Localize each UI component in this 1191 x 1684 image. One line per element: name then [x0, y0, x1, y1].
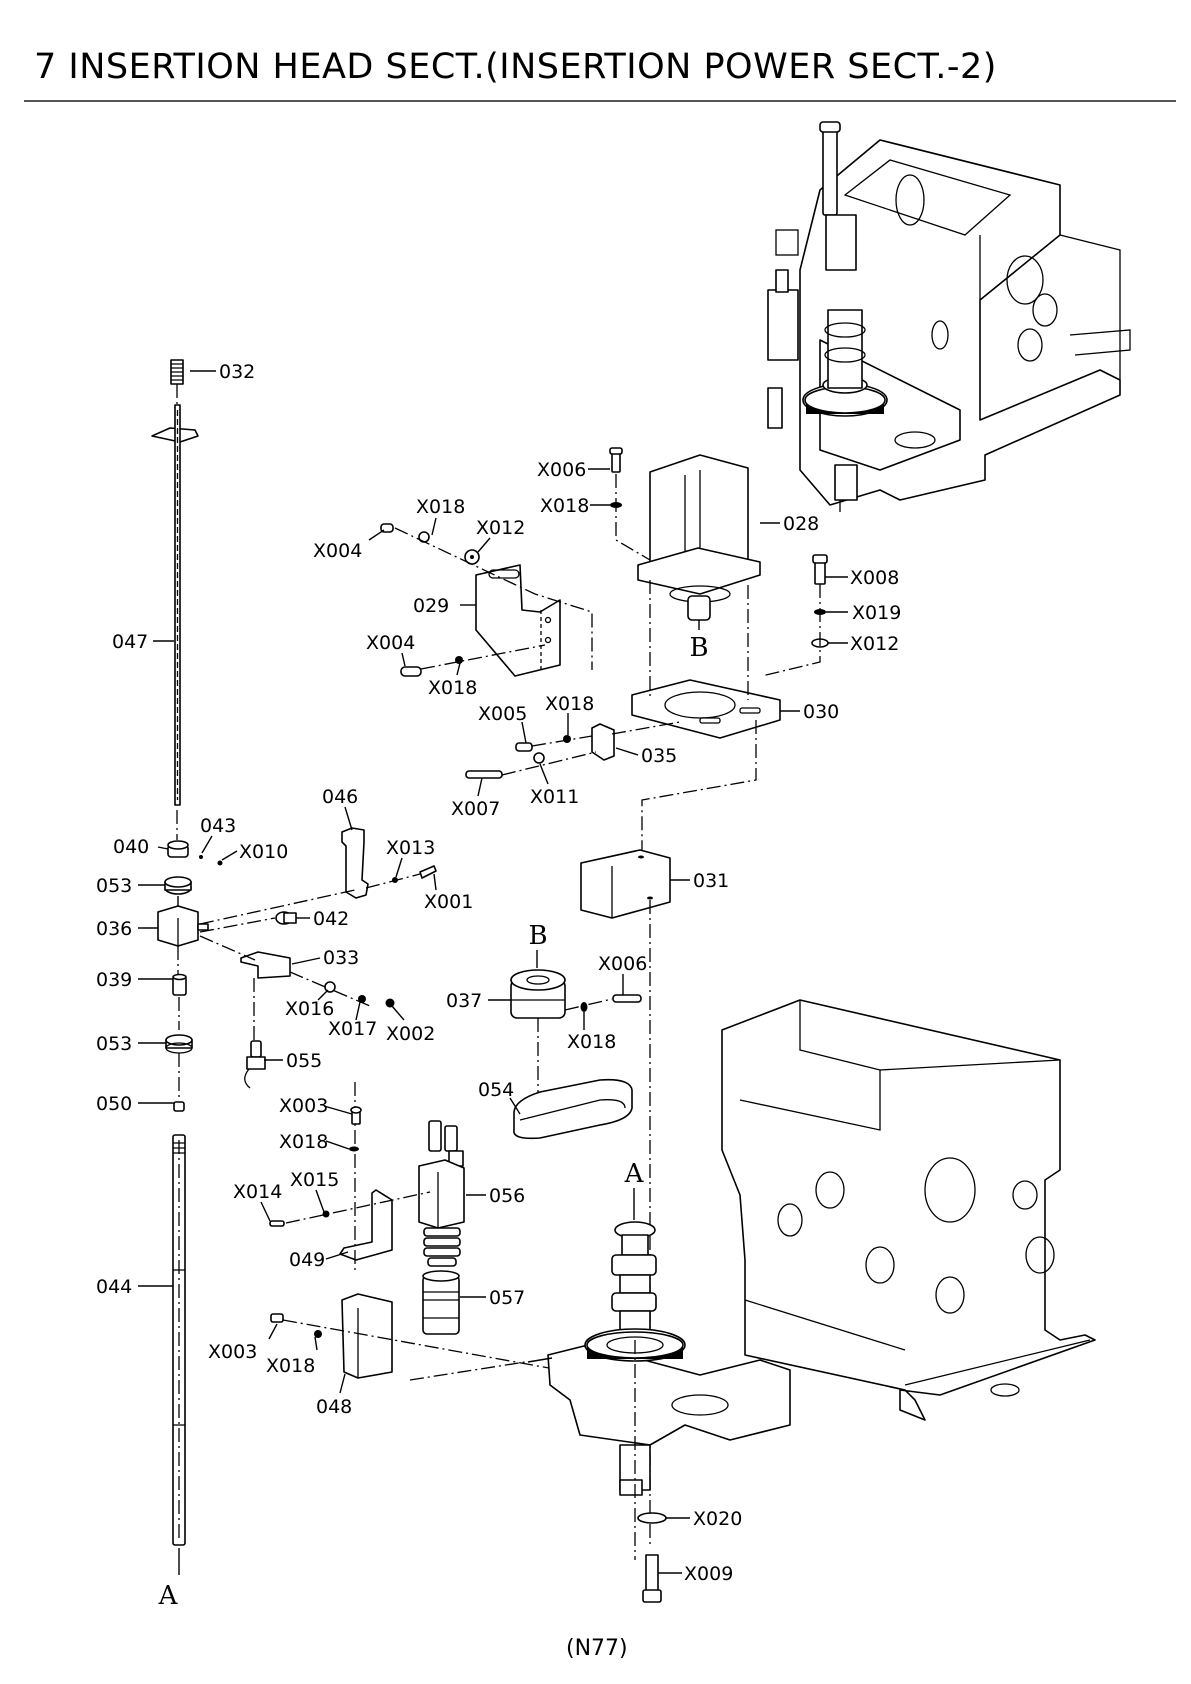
alignment-line — [641, 720, 757, 850]
callout-040: 040 — [113, 836, 149, 858]
callout-x015: X015 — [290, 1169, 339, 1191]
page-title: 7 INSERTION HEAD SECT.(INSERTION POWER S… — [34, 47, 997, 87]
callout-048: 048 — [316, 1396, 352, 1418]
collar-057 — [422, 1270, 460, 1335]
callout-053-lower: 053 — [96, 1033, 132, 1055]
callout-x014: X014 — [233, 1181, 282, 1203]
leader-lines — [138, 370, 848, 1574]
callout-033: 033 — [323, 947, 359, 969]
callout-x011: X011 — [530, 786, 579, 808]
callout-031: 031 — [693, 870, 729, 892]
ref-mark-b-motor: B — [689, 633, 708, 663]
callout-x007: X007 — [451, 798, 500, 820]
callout-x019: X019 — [852, 602, 901, 624]
callout-x018-bracket: X018 — [266, 1355, 315, 1377]
callout-035: 035 — [641, 745, 677, 767]
fasteners-motor-top — [609, 447, 829, 677]
callout-037: 037 — [446, 990, 482, 1012]
callout-x012-upper: X012 — [476, 517, 525, 539]
callout-x018-plate: X018 — [545, 693, 594, 715]
block-036 — [157, 905, 209, 947]
callout-036: 036 — [96, 918, 132, 940]
callout-x003-upper: X003 — [279, 1095, 328, 1117]
callout-labels: 032 047 040 043 X010 053 036 039 053 050… — [96, 361, 901, 1585]
solenoid-056 — [418, 1120, 465, 1267]
callout-042: 042 — [313, 908, 349, 930]
callout-x001: X001 — [424, 891, 473, 913]
ref-mark-b-coupling: B — [528, 921, 547, 951]
callout-032: 032 — [219, 361, 255, 383]
callout-x008: X008 — [850, 567, 899, 589]
callout-x018-upper: X018 — [416, 496, 465, 518]
callout-029: 029 — [413, 595, 449, 617]
callout-x004-upper: X004 — [313, 540, 362, 562]
callout-x006-motor: X006 — [537, 459, 586, 481]
coupling-037 — [510, 950, 642, 1110]
bracket-033 — [199, 935, 395, 1089]
bracket-048 — [270, 1293, 561, 1381]
callout-x009: X009 — [684, 1563, 733, 1585]
assembled-head-overview — [767, 121, 1131, 512]
ref-mark-a-top: A — [624, 1159, 645, 1189]
bracket-049 — [269, 1082, 431, 1270]
callout-x005: X005 — [478, 703, 527, 725]
arm-046 — [199, 827, 437, 925]
callout-049: 049 — [289, 1249, 325, 1271]
block-035 — [465, 721, 681, 779]
callout-039: 039 — [96, 969, 132, 991]
ref-mark-a-bottom: A — [158, 1581, 179, 1611]
bracket-029 — [380, 523, 593, 677]
page-reference: (N77) — [566, 1636, 628, 1661]
callout-x016: X016 — [285, 998, 334, 1020]
callout-044: 044 — [96, 1276, 132, 1298]
main-frame-lower — [721, 999, 1096, 1421]
callout-047: 047 — [112, 631, 148, 653]
callout-x018-coupling: X018 — [567, 1031, 616, 1053]
spring-032 — [170, 359, 184, 385]
motor-028 — [637, 454, 761, 630]
callout-043: 043 — [200, 815, 236, 837]
callout-x018-motor: X018 — [540, 495, 589, 517]
callout-x006-coupling: X006 — [598, 953, 647, 975]
callout-053-upper: 053 — [96, 875, 132, 897]
pulley-assembly-lower — [547, 1188, 791, 1603]
callout-x012-lower: X012 — [850, 633, 899, 655]
callout-028: 028 — [783, 513, 819, 535]
callout-030: 030 — [803, 701, 839, 723]
callout-x020: X020 — [693, 1508, 742, 1530]
callout-056: 056 — [489, 1185, 525, 1207]
callout-046: 046 — [322, 786, 358, 808]
callout-x010: X010 — [239, 841, 288, 863]
title-divider — [24, 100, 1176, 102]
callout-055: 055 — [286, 1050, 322, 1072]
callout-057: 057 — [489, 1287, 525, 1309]
callout-x013: X013 — [386, 837, 435, 859]
callout-050: 050 — [96, 1093, 132, 1115]
callout-x018-solenoid: X018 — [279, 1131, 328, 1153]
clamp-042 — [199, 911, 297, 933]
shaft-column — [151, 359, 223, 1575]
callout-x002: X002 — [386, 1023, 435, 1045]
belt-054 — [513, 1078, 633, 1140]
callout-054: 054 — [478, 1079, 514, 1101]
callout-x017: X017 — [328, 1018, 377, 1040]
timing-pulley-assembled — [802, 309, 888, 417]
callout-x004-lower: X004 — [366, 632, 415, 654]
callout-x003-lower: X003 — [208, 1341, 257, 1363]
callout-x018-bracket-029: X018 — [428, 677, 477, 699]
